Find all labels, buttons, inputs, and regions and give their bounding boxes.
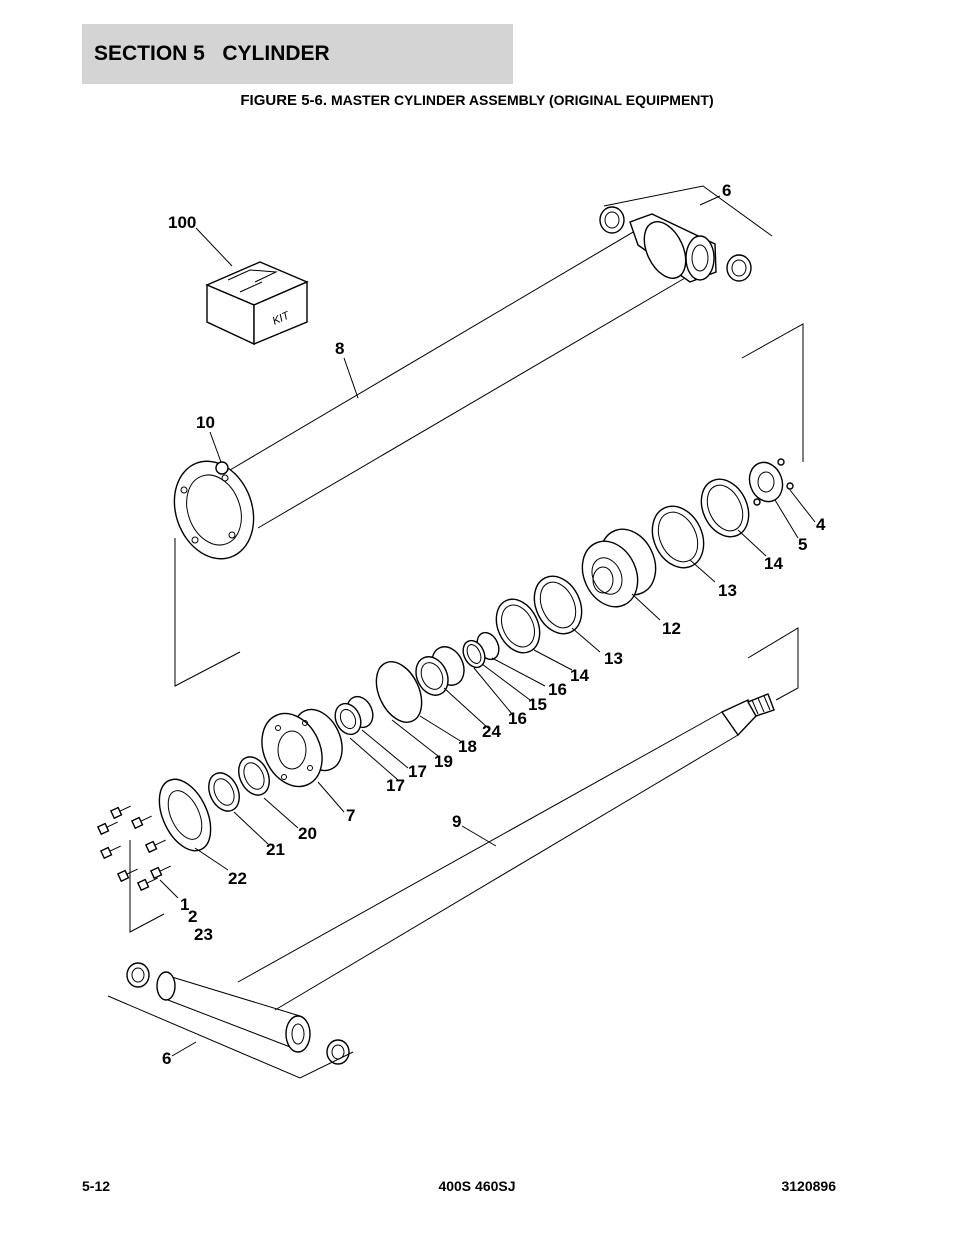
callout-10: 10 <box>196 413 215 432</box>
callout-17b: 17 <box>386 776 405 795</box>
callout-14a: 14 <box>764 554 783 573</box>
callout-24: 24 <box>482 722 501 741</box>
callout-20: 20 <box>298 824 317 843</box>
section-header: SECTION 5 CYLINDER <box>82 24 513 84</box>
piston-rod <box>156 693 775 1053</box>
callout-labels: 100 6 8 10 4 5 14 13 12 13 14 16 15 16 2… <box>162 181 826 1068</box>
wiper-21 <box>208 772 240 812</box>
callout-23: 23 <box>194 925 213 944</box>
locknut <box>748 458 794 506</box>
callout-16b: 16 <box>508 709 527 728</box>
callout-21: 21 <box>266 840 285 859</box>
callout-22: 22 <box>228 869 247 888</box>
kit-box: KIT <box>205 261 309 346</box>
section-title: SECTION 5 CYLINDER <box>94 42 330 65</box>
callout-6-bottom: 6 <box>162 1049 171 1068</box>
wear-ring-14a <box>700 478 750 538</box>
callout-5: 5 <box>798 535 807 554</box>
callout-7: 7 <box>346 806 355 825</box>
callout-15: 15 <box>528 695 547 714</box>
cylinder-head <box>261 708 343 788</box>
callout-16a: 16 <box>548 680 567 699</box>
bushing-bottom-left <box>126 962 150 988</box>
cylinder-barrel <box>173 213 717 560</box>
rod-seal-20 <box>238 756 270 796</box>
backup-rings-17 <box>334 695 374 736</box>
callout-13a: 13 <box>718 581 737 600</box>
bushing-top-right <box>726 254 752 282</box>
o-ring-18 <box>375 661 423 723</box>
capscrews <box>96 805 171 892</box>
callout-100: 100 <box>168 213 196 232</box>
callout-12: 12 <box>662 619 681 638</box>
callout-18: 18 <box>458 737 477 756</box>
wear-ring-14b <box>495 598 541 654</box>
callout-2: 2 <box>188 907 197 926</box>
page-number: 5-12 <box>82 1178 111 1194</box>
seal-13a <box>651 505 705 569</box>
figure-caption: MASTER CYLINDER ASSEMBLY (ORIGINAL EQUIP… <box>330 92 714 108</box>
callout-13b: 13 <box>604 649 623 668</box>
callout-17a: 17 <box>408 762 427 781</box>
callout-1: 1 <box>180 895 189 914</box>
callout-19: 19 <box>434 752 453 771</box>
figure-title: FIGURE 5-6. MASTER CYLINDER ASSEMBLY (OR… <box>0 92 954 109</box>
bushing-top-left <box>599 206 625 234</box>
bushing-bottom-right <box>326 1039 350 1065</box>
leader-lines <box>159 195 816 1057</box>
callout-4: 4 <box>816 515 826 534</box>
document-number: 3120896 <box>781 1178 836 1194</box>
callout-14b: 14 <box>570 666 589 685</box>
alignment-lines <box>107 185 804 1079</box>
piston <box>581 528 657 608</box>
figure-number: FIGURE 5-6. <box>240 92 328 109</box>
o-rings-15-16 <box>462 631 500 669</box>
seal-13b <box>533 575 583 635</box>
callout-6-top: 6 <box>722 181 731 200</box>
callout-8: 8 <box>335 339 344 358</box>
spacer-24 <box>415 646 465 696</box>
model-number: 400S 460SJ <box>438 1178 516 1194</box>
callout-9: 9 <box>452 812 461 831</box>
retainer-plate-22 <box>158 778 212 852</box>
